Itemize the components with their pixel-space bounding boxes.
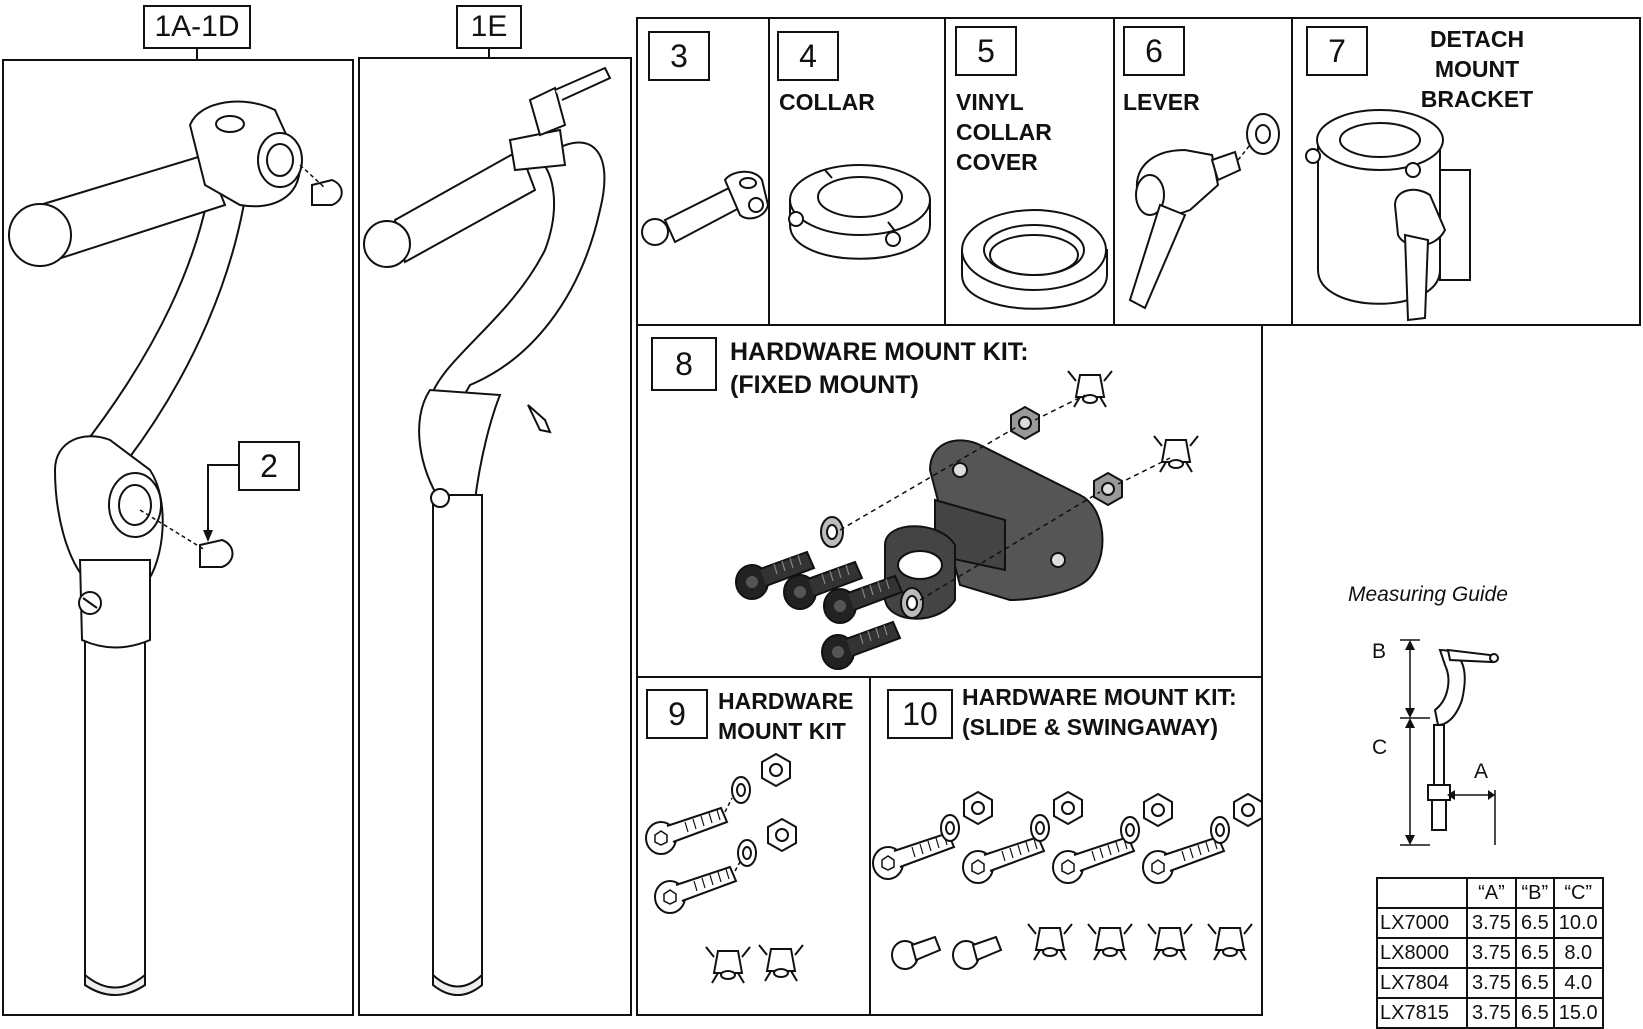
table-header-row: “A” “B” “C” — [1376, 877, 1604, 909]
dimension-label-c: C — [1372, 736, 1388, 759]
part-label-6: LEVER — [1123, 89, 1200, 115]
table-header-cell: “B” — [1514, 877, 1555, 909]
part-number-2: 2 — [238, 441, 300, 491]
part-number-3: 3 — [648, 31, 710, 81]
table-cell: LX7804 — [1376, 967, 1468, 999]
measuring-guide-title: Measuring Guide — [1348, 583, 1508, 606]
part-number-6: 6 — [1123, 26, 1185, 76]
table-row: LX7815 3.75 6.5 15.0 — [1376, 997, 1604, 1029]
dimension-label-b: B — [1372, 640, 1387, 663]
part-label-5: VINYL COLLAR COVER — [956, 89, 1052, 175]
table-cell: 3.75 — [1466, 997, 1517, 1029]
table-row: LX8000 3.75 6.5 8.0 — [1376, 937, 1604, 969]
part-label-10: HARDWARE MOUNT KIT: (SLIDE & SWINGAWAY) — [962, 684, 1237, 740]
table-cell: LX8000 — [1376, 937, 1468, 969]
part-number-9: 9 — [646, 689, 708, 739]
part-number-8: 8 — [651, 337, 717, 391]
header-1a-1d: 1A-1D — [143, 5, 251, 49]
part-7-drawing — [1305, 109, 1471, 322]
table-cell: 3.75 — [1466, 937, 1517, 969]
dimension-label-a: A — [1474, 760, 1489, 783]
part-number-4: 4 — [777, 31, 839, 81]
part-label-4: COLLAR — [779, 89, 875, 115]
table-cell: 15.0 — [1552, 997, 1604, 1029]
table-cell: 6.5 — [1514, 937, 1555, 969]
table-cell: 6.5 — [1514, 967, 1555, 999]
table-cell: 4.0 — [1552, 967, 1604, 999]
part-4-drawing — [788, 164, 931, 260]
measuring-guide-drawing — [1427, 648, 1499, 831]
part-number-10: 10 — [887, 689, 953, 739]
table-row: LX7804 3.75 6.5 4.0 — [1376, 967, 1604, 999]
table-header-cell: “C” — [1552, 877, 1604, 909]
table-cell: LX7000 — [1376, 907, 1468, 939]
table-header-cell — [1376, 877, 1468, 909]
table-cell: 3.75 — [1466, 907, 1517, 939]
part-8-drawing — [735, 370, 1199, 670]
part-3-drawing — [641, 170, 770, 246]
table-cell: 10.0 — [1552, 907, 1604, 939]
table-cell: 6.5 — [1514, 997, 1555, 1029]
part-number-5: 5 — [955, 26, 1017, 76]
part-5-drawing — [961, 209, 1108, 310]
bottom-row-frame — [636, 676, 1263, 1016]
panel-1a-1d-frame — [2, 59, 354, 1016]
measuring-guide-table: “A” “B” “C” LX7000 3.75 6.5 10.0 LX8000 … — [1376, 877, 1604, 1029]
part-6-drawing — [1128, 113, 1280, 310]
table-cell: LX7815 — [1376, 997, 1468, 1029]
header-1e: 1E — [456, 5, 522, 49]
arm-1e-drawing — [363, 66, 612, 996]
table-header-cell: “A” — [1466, 877, 1517, 909]
part-label-8: HARDWARE MOUNT KIT: (FIXED MOUNT) — [730, 338, 1029, 399]
part-label-9: HARDWARE MOUNT KIT — [718, 688, 854, 744]
part-9-drawing — [645, 753, 804, 984]
part-label-7: DETACH MOUNT BRACKET — [1420, 26, 1534, 112]
table-cell: 8.0 — [1552, 937, 1604, 969]
table-cell: 3.75 — [1466, 967, 1517, 999]
table-row: LX7000 3.75 6.5 10.0 — [1376, 907, 1604, 939]
panel-1e-frame — [358, 57, 632, 1016]
arm-1a-1d-drawing — [8, 100, 343, 996]
table-cell: 6.5 — [1514, 907, 1555, 939]
part-number-7: 7 — [1306, 26, 1368, 76]
part-10-drawing — [872, 791, 1263, 970]
